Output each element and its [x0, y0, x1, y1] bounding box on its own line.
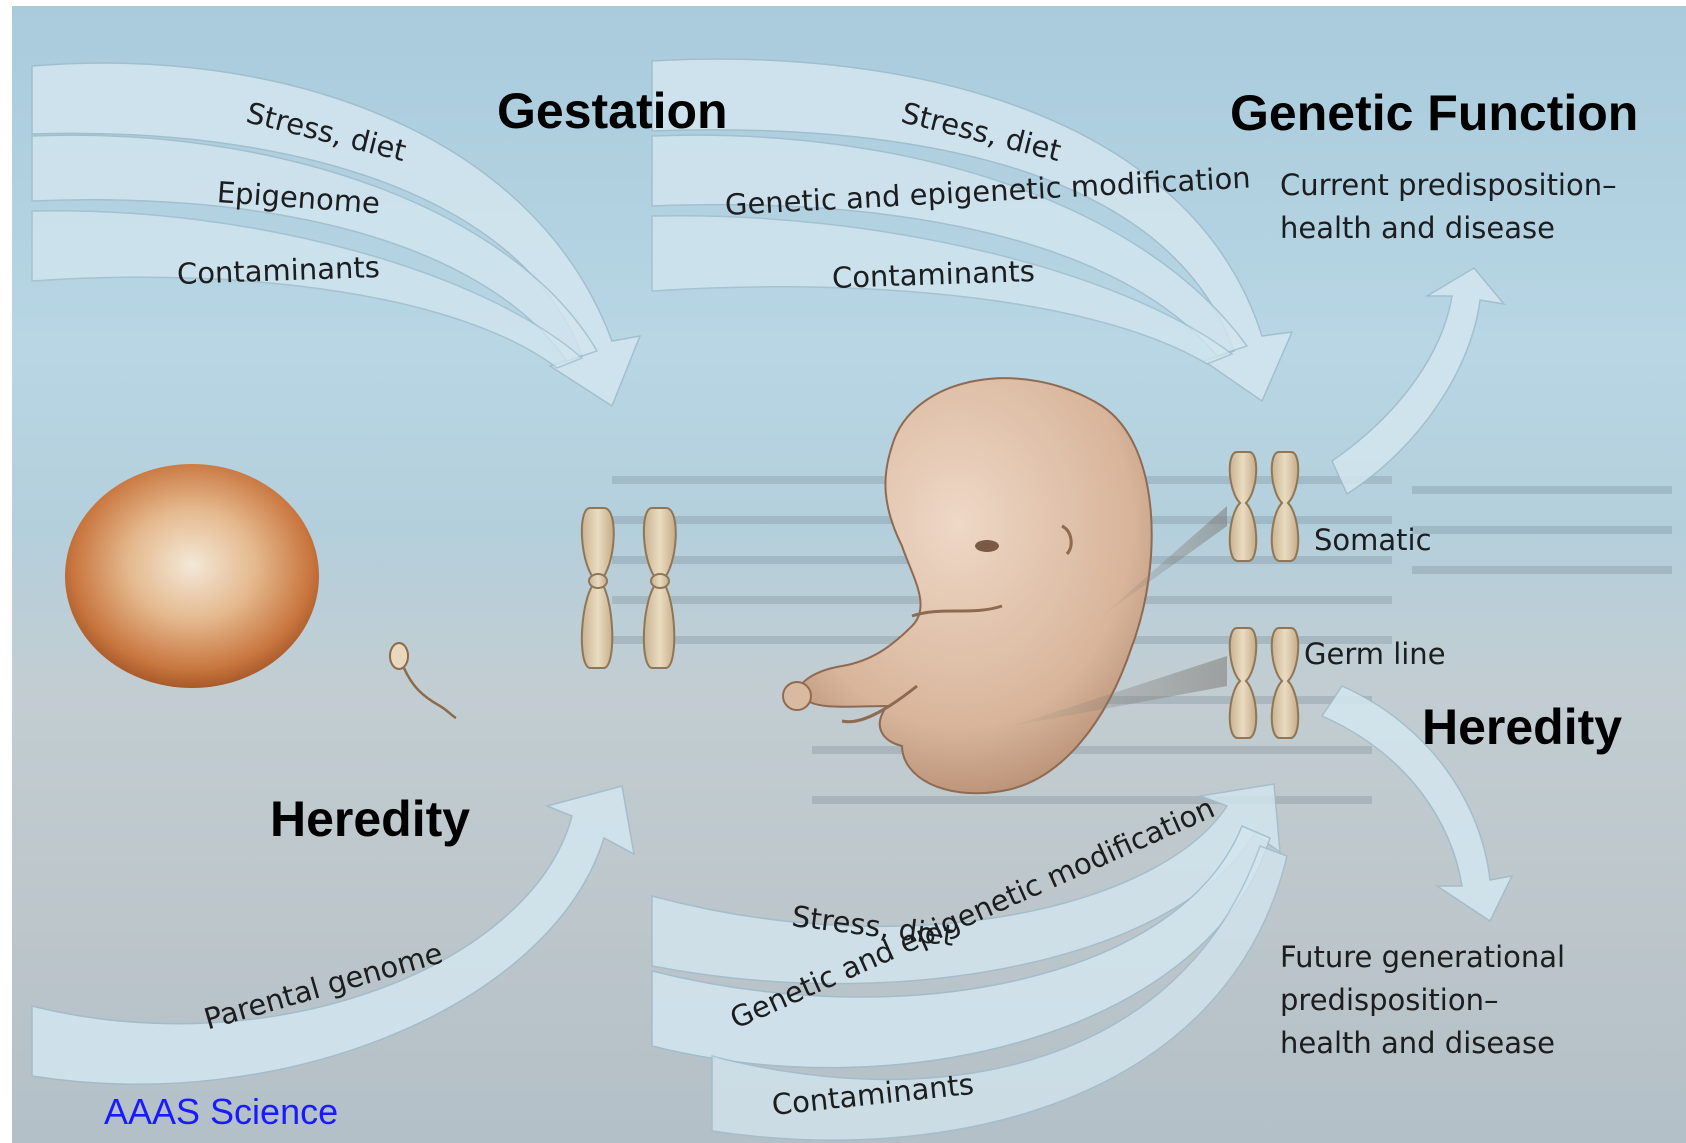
egg-cell — [65, 464, 319, 688]
label-somatic: Somatic — [1314, 526, 1432, 555]
credit-aaas-science: AAAS Science — [104, 1094, 338, 1130]
label-germ-line: Germ line — [1304, 640, 1446, 669]
label-contaminants-top-left: Contaminants — [176, 253, 380, 289]
embryo — [783, 378, 1152, 793]
sperm-cell — [390, 643, 456, 718]
diagram-canvas: Gestation Genetic Function Heredity Here… — [12, 6, 1686, 1143]
heading-gestation: Gestation — [497, 86, 728, 136]
arrow-bundle-top-middle — [652, 59, 1292, 401]
arrow-up-right — [1332, 268, 1504, 494]
chromosome-pair-germ-line — [1230, 628, 1298, 738]
heading-heredity-right: Heredity — [1422, 702, 1622, 752]
chromosome-pair-somatic — [1230, 452, 1298, 561]
outcome-future-predisposition: Future generational predisposition– heal… — [1280, 936, 1565, 1065]
heading-genetic-function: Genetic Function — [1230, 88, 1638, 138]
outcome-current-predisposition: Current predisposition– health and disea… — [1280, 164, 1617, 250]
label-contaminants-top-middle: Contaminants — [831, 257, 1035, 293]
heading-heredity-left: Heredity — [270, 794, 470, 844]
